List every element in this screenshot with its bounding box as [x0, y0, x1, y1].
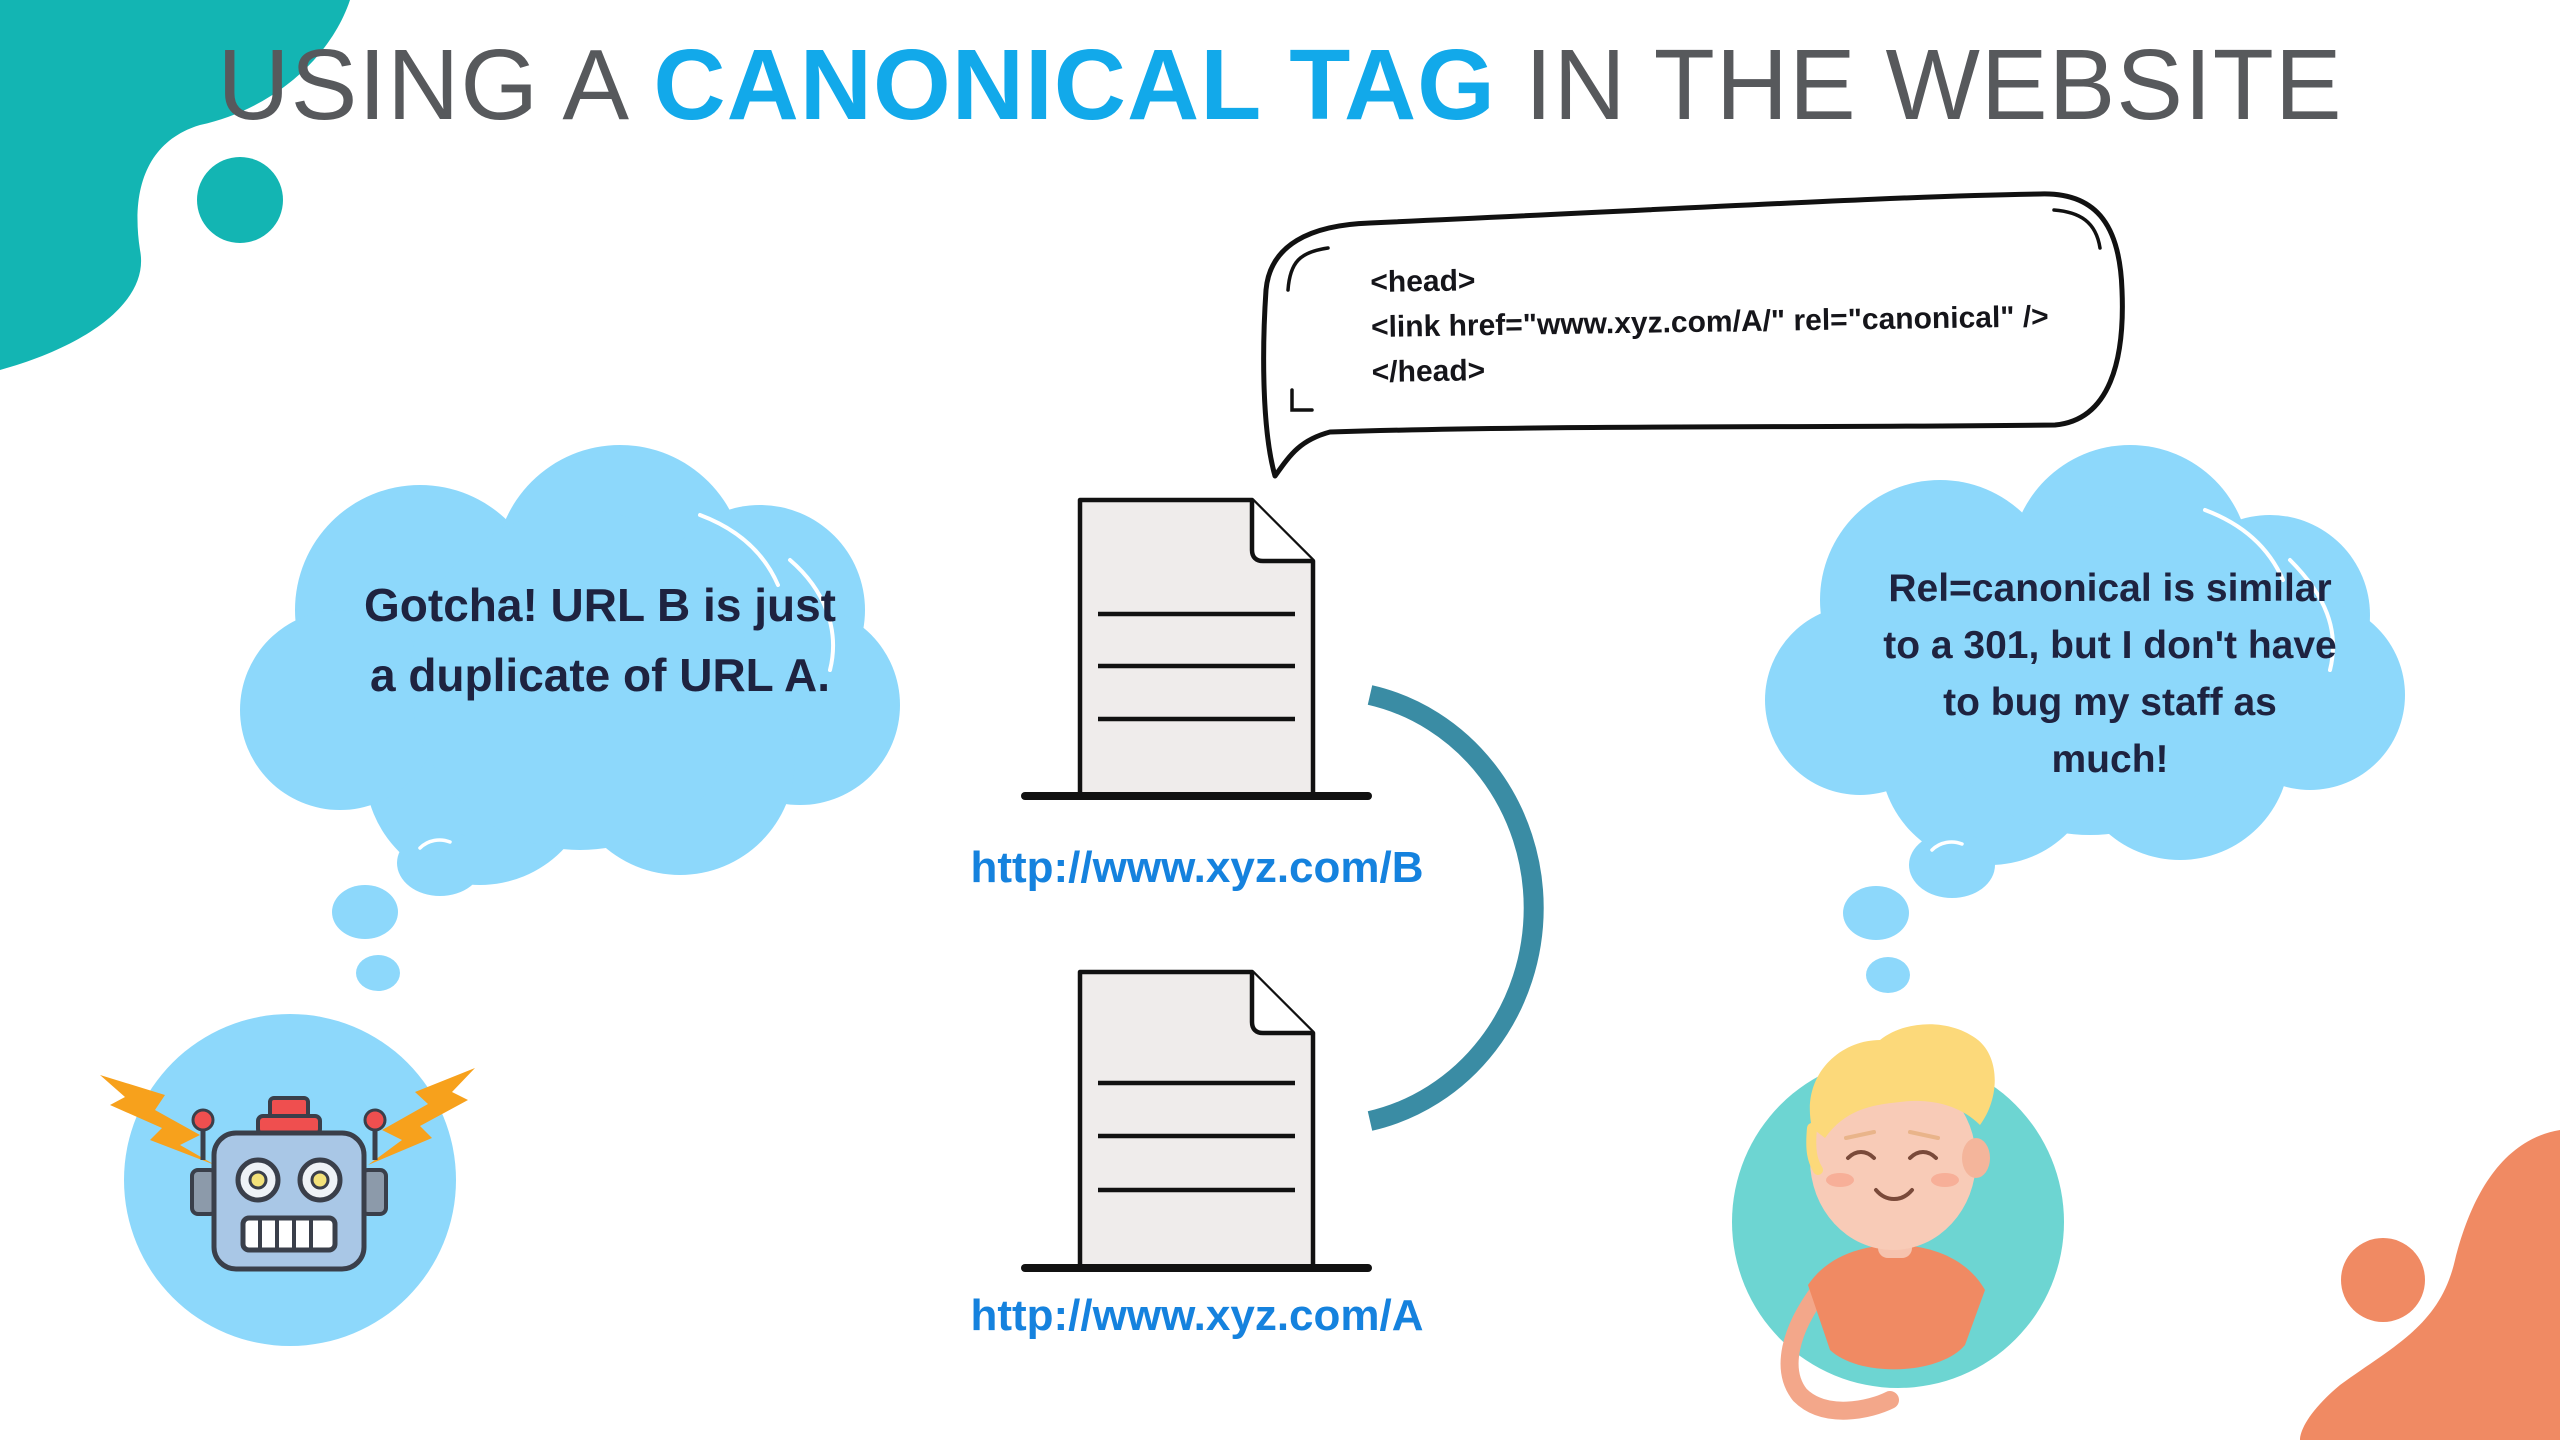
document-icon-a: [1021, 969, 1372, 1272]
title-prefix: USING A: [217, 29, 625, 141]
document-icon-b: [1021, 497, 1372, 800]
lightning-icon: [100, 1075, 215, 1165]
robot-thought-text: Gotcha! URL B is just a duplicate of URL…: [364, 579, 836, 701]
orange-dot: [2341, 1238, 2425, 1322]
connector-arc: [1367, 685, 1544, 1131]
title-suffix: IN THE WEBSITE: [1524, 29, 2343, 141]
page-title: USING A CANONICAL TAG IN THE WEBSITE: [0, 28, 2560, 143]
person-thought-text: Rel=canonical is similar to a 301, but I…: [1883, 567, 2337, 781]
canonical-code-snippet: <head> <link href="www.xyz.com/A/" rel="…: [1370, 249, 2050, 395]
robot-icon: [100, 1014, 475, 1346]
teal-dot: [197, 157, 283, 243]
person-icon: [1732, 1024, 2064, 1420]
url-label-a: http://www.xyz.com/A: [970, 1291, 1424, 1340]
url-label-b: http://www.xyz.com/B: [970, 843, 1424, 892]
orange-corner-blob: [2300, 1130, 2560, 1440]
teal-corner-blob: [0, 0, 350, 370]
lightning-icon: [368, 1068, 475, 1165]
robot-thought-cloud: [240, 445, 900, 991]
person-thought-cloud: [1765, 445, 2405, 993]
title-highlight: CANONICAL TAG: [653, 29, 1496, 141]
code-speech-bubble: [1261, 191, 2125, 479]
